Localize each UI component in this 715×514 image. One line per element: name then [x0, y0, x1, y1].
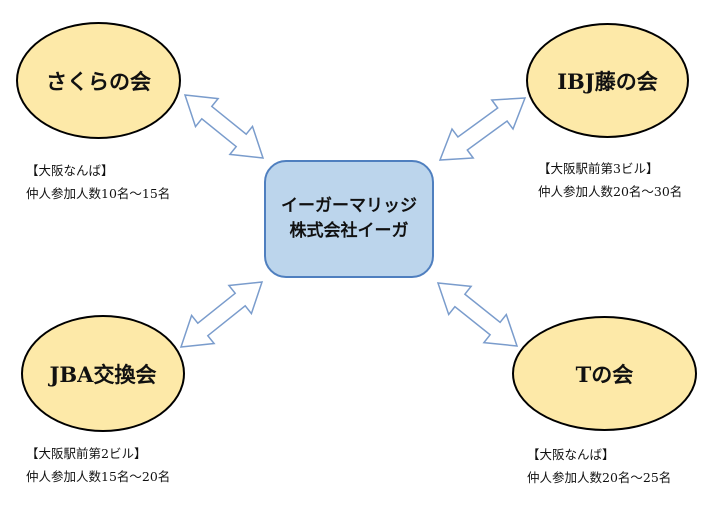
group-info-ibj: 【大阪駅前第3ビル】 仲人参加人数20名〜30名 [538, 157, 682, 203]
group-location-sakura: 【大阪なんば】 [26, 163, 114, 178]
group-members-sakura: 仲人参加人数10名〜15名 [26, 186, 171, 201]
group-node-sakura: さくらの会 [16, 22, 181, 139]
group-node-t: Tの会 [512, 316, 697, 431]
group-info-sakura: 【大阪なんば】 仲人参加人数10名〜15名 [26, 159, 170, 205]
center-name-line-1: イーガーマリッジ [281, 196, 417, 216]
group-location-jba: 【大阪駅前第2ビル】 [26, 446, 147, 461]
group-info-t: 【大阪なんば】 仲人参加人数20名〜25名 [527, 443, 671, 489]
group-info-jba: 【大阪駅前第2ビル】 仲人参加人数15名〜20名 [26, 442, 170, 488]
double-arrow-ibj [438, 97, 527, 161]
double-arrow-sakura [183, 94, 265, 159]
center-name-line-2: 株式会社イーガ [289, 221, 409, 241]
group-location-t: 【大阪なんば】 [527, 447, 615, 462]
group-node-ibj: IBJ藤の会 [526, 23, 689, 138]
double-arrow-t [436, 282, 519, 347]
double-arrow-jba [179, 281, 264, 348]
group-members-jba: 仲人参加人数15名〜20名 [26, 469, 171, 484]
group-members-t: 仲人参加人数20名〜25名 [527, 470, 672, 485]
group-location-ibj: 【大阪駅前第3ビル】 [538, 161, 659, 176]
group-node-jba: JBA交換会 [21, 315, 185, 432]
center-company-node: イーガーマリッジ 株式会社イーガ [264, 160, 434, 278]
group-members-ibj: 仲人参加人数20名〜30名 [538, 184, 683, 199]
